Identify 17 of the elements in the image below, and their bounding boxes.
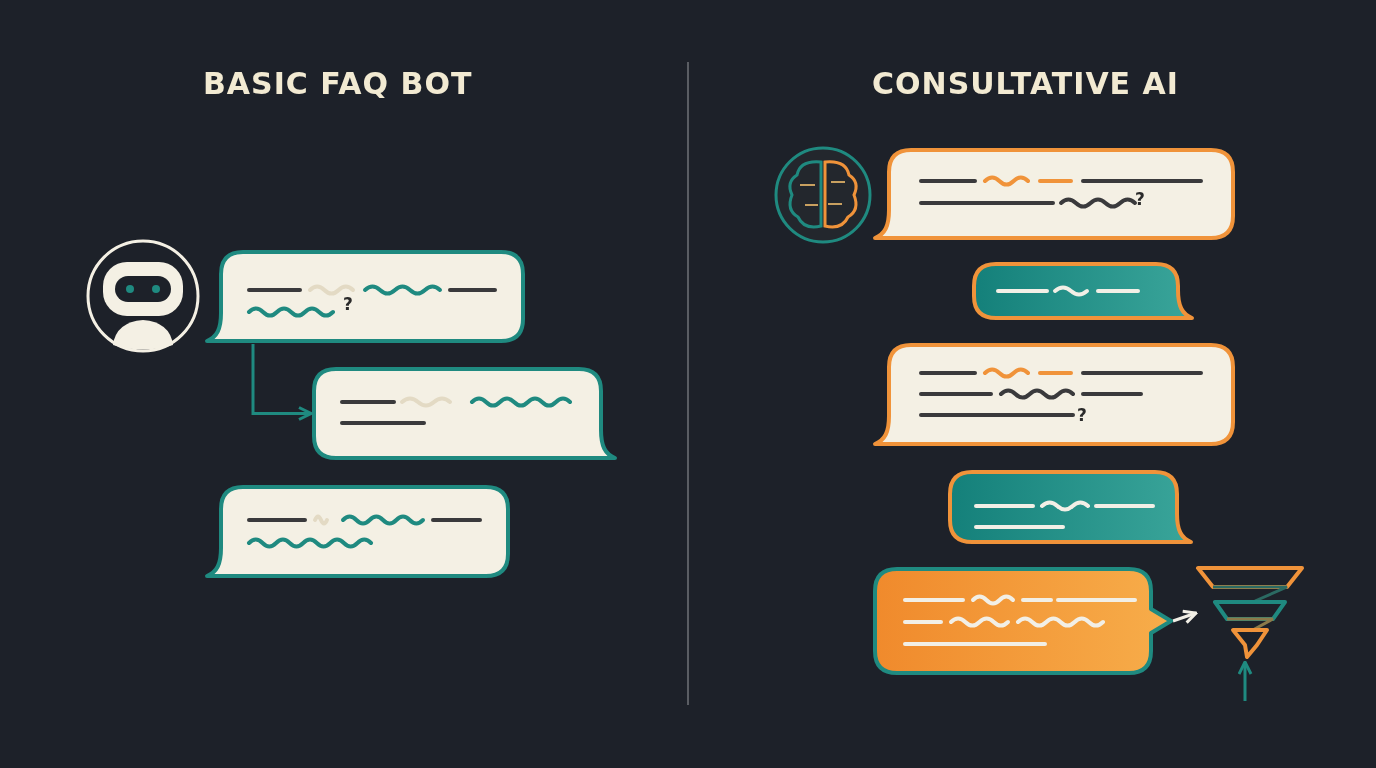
arrow bbox=[251, 344, 313, 421]
question-mark: ? bbox=[1077, 407, 1087, 424]
speech-bubble bbox=[948, 470, 1193, 544]
arrow bbox=[1237, 660, 1253, 701]
speech-bubble bbox=[873, 567, 1173, 675]
speech-bubble bbox=[312, 367, 617, 460]
section-heading: BASIC FAQ BOT bbox=[203, 66, 473, 101]
question-mark: ? bbox=[343, 296, 353, 313]
arrow bbox=[1172, 609, 1198, 625]
speech-bubble bbox=[205, 485, 510, 578]
question-mark: ? bbox=[1135, 191, 1145, 208]
speech-bubble bbox=[972, 262, 1194, 320]
speech-bubble bbox=[205, 250, 525, 343]
funnel-icon bbox=[1195, 565, 1307, 661]
speech-bubble bbox=[873, 343, 1235, 446]
speech-bubble bbox=[873, 148, 1235, 240]
section-heading: CONSULTATIVE AI bbox=[872, 66, 1179, 101]
